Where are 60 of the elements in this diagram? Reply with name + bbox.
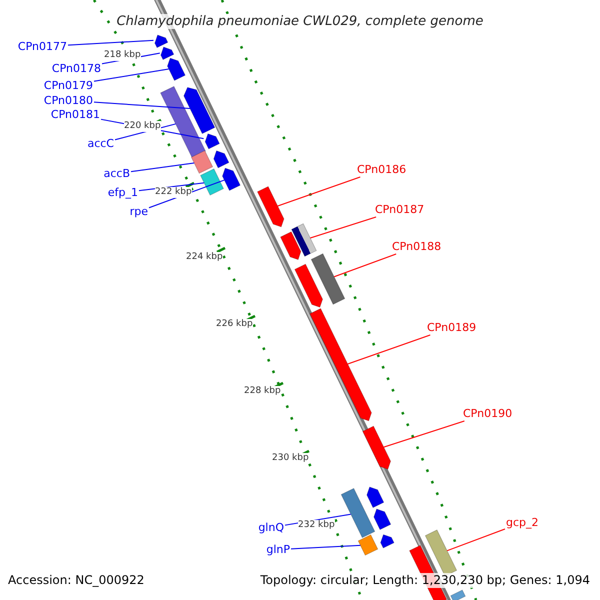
gene-feature (380, 534, 394, 548)
gene-block (291, 223, 317, 257)
gene-label: CPn0187 (375, 203, 424, 216)
tick-label: 228 kbp (244, 386, 281, 397)
title: Chlamydophila pneumoniae CWL029, complete genome (114, 14, 486, 29)
tick-label: 226 kbp (216, 319, 253, 330)
tick-label: 220 kbp (124, 121, 161, 132)
gene-label: CPn0190 (463, 407, 512, 420)
gene-feature (167, 58, 186, 81)
gene-label: CPn0179 (44, 79, 93, 92)
leader-line (383, 420, 465, 448)
leader-line (446, 528, 506, 552)
gene-label: CPn0178 (52, 62, 101, 75)
gene-label: CPn0189 (427, 321, 476, 334)
gene-feature (257, 186, 284, 228)
leader-line (347, 334, 431, 364)
gene-label: CPn0180 (44, 94, 93, 107)
gene-feature (213, 150, 230, 168)
tick-label: 232 kbp (298, 520, 335, 531)
gene-feature (366, 486, 384, 508)
gene-label: gcp_2 (506, 516, 539, 529)
gene-label: CPn0181 (50, 108, 100, 121)
gene-feature (183, 87, 216, 134)
gene-label: CPn0186 (357, 163, 406, 176)
gene-label: glnQ (258, 521, 284, 534)
leader-line (68, 40, 154, 46)
gene-label: accC (87, 137, 114, 150)
gene-block (200, 168, 224, 196)
leader-line (94, 102, 190, 109)
gene-feature (280, 231, 302, 260)
accession-text: Accession: NC_000922 (8, 573, 144, 588)
leader-line (310, 216, 377, 238)
gene-feature (154, 34, 168, 48)
gene-feature (309, 308, 372, 422)
leader-line (290, 544, 361, 550)
gene-block (160, 86, 206, 158)
gene-block (340, 488, 376, 538)
gene-label: accB (104, 167, 130, 180)
gene-feature (374, 508, 392, 530)
genome-summary: Topology: circular; Length: 1,230,230 bp; Genes: 1,094 (260, 573, 590, 588)
gene-feature (222, 168, 241, 191)
gene-label: rpe (130, 205, 148, 218)
gene-feature (160, 46, 174, 60)
gene-block (358, 534, 378, 556)
leader-line (94, 68, 170, 82)
gene-label: efp_1 (108, 186, 138, 199)
tick-label: 218 kbp (104, 50, 141, 61)
gene-feature (294, 264, 323, 308)
gene-label: CPn0177 (18, 40, 67, 53)
gene-block (310, 253, 346, 305)
tick-label: 224 kbp (186, 252, 223, 263)
leader-line (277, 176, 361, 206)
tick-label: 222 kbp (155, 187, 192, 198)
gene-feature (362, 426, 391, 470)
leader-line (130, 162, 195, 172)
tick-label: 230 kbp (272, 453, 309, 464)
leader-line (334, 254, 397, 278)
gene-block (190, 150, 214, 174)
gene-label: glnP (266, 543, 290, 556)
gene-label: CPn0188 (392, 240, 442, 253)
